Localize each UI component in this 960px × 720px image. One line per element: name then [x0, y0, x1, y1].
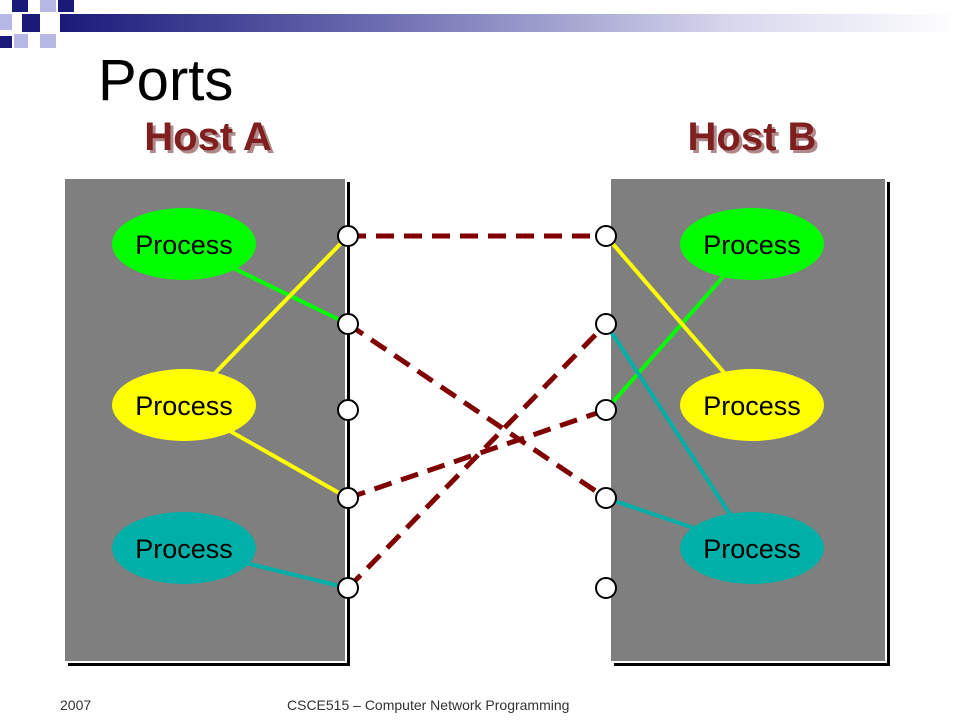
port-circle-a-5 [337, 577, 359, 599]
port-circle-b-4 [595, 487, 617, 509]
port-circle-a-2 [337, 313, 359, 335]
corner-square-lavender-3 [14, 34, 28, 48]
connection-line [346, 321, 608, 501]
process-ellipse [112, 208, 256, 280]
corner-square-navy-4 [0, 36, 12, 48]
process-ellipse [112, 369, 256, 441]
process-label: Process [703, 230, 801, 260]
process-label: Process [703, 391, 801, 421]
corner-square-lavender-4 [40, 34, 56, 48]
port-circle-a-4 [337, 487, 359, 509]
port-circle-b-3 [595, 399, 617, 421]
host-a-label: Host A [144, 115, 271, 159]
host-b-label: Host B [688, 115, 817, 159]
port-circle-a-3 [337, 399, 359, 421]
corner-square-navy-3 [22, 14, 40, 32]
process-ellipse [680, 369, 824, 441]
header-gradient-bar [60, 14, 960, 32]
process-ellipse [112, 512, 256, 584]
process-label: Process [135, 391, 233, 421]
port-circle-a-1 [337, 225, 359, 247]
footer-year: 2007 [60, 697, 92, 713]
port-circle-b-1 [595, 225, 617, 247]
connection-line [346, 322, 608, 590]
port-circle-b-5 [595, 577, 617, 599]
footer-course: CSCE515 – Computer Network Programming [287, 697, 570, 713]
port-circle-b-2 [595, 313, 617, 335]
process-ellipse [680, 208, 824, 280]
process-label: Process [135, 534, 233, 564]
process-label: Process [703, 534, 801, 564]
connection-line [347, 407, 607, 501]
host-a-label-shadow: Host A [147, 118, 274, 162]
corner-square-navy-2 [58, 0, 74, 12]
slide-title: Ports [98, 48, 234, 113]
corner-square-navy-1 [12, 0, 28, 12]
process-ellipse [680, 512, 824, 584]
corner-square-lavender-1 [40, 0, 56, 12]
process-label: Process [135, 230, 233, 260]
host-b-label-shadow: Host B [691, 118, 820, 162]
binding-line [604, 322, 754, 550]
corner-square-lavender-2 [0, 14, 12, 30]
